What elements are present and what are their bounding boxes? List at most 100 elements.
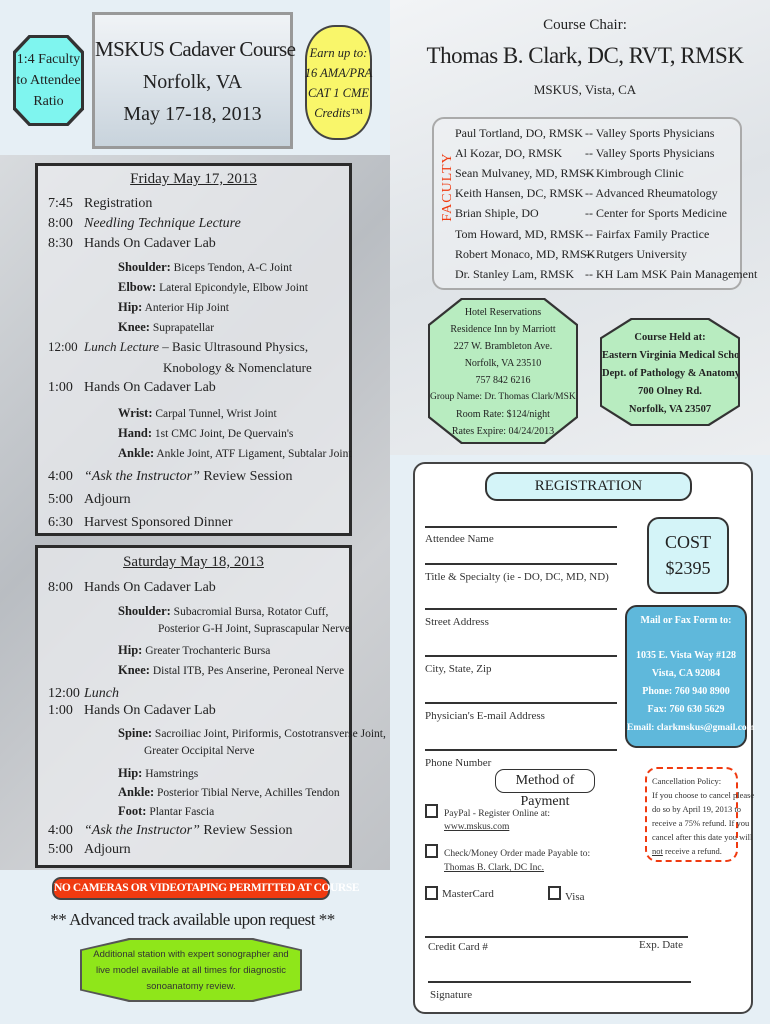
faculty-affiliation: -- KH Lam MSK Pain Management xyxy=(585,266,758,281)
faculty-affiliation: -- Advanced Rheumatology xyxy=(585,186,718,201)
lab-topic: Foot: Plantar Fascia xyxy=(118,804,215,818)
exp-date-label: Exp. Date xyxy=(639,939,683,951)
attendee-name-label: Attendee Name xyxy=(425,533,494,545)
advanced-track: ** Advanced track available upon request… xyxy=(50,910,335,929)
schedule-item: 4:00“Ask the Instructor” Review Session xyxy=(48,823,293,838)
faculty-name: Brian Shiple, DO xyxy=(455,206,539,221)
cancel-line: do so by April 19, 2013 to xyxy=(652,804,742,814)
title-specialty-label: Title & Specialty (ie - DO, DC, MD, ND) xyxy=(425,571,609,583)
mastercard-label: MasterCard xyxy=(442,888,494,900)
cme-badge: Earn up to: 16 AMA/PRA CAT 1 CME Credits… xyxy=(305,25,372,140)
hotel-line: Norfolk, VA 23510 xyxy=(464,358,542,369)
venue-line: Dept. of Pathology & Anatomy xyxy=(602,368,740,379)
faculty-affiliation: -- Kimbrough Clinic xyxy=(585,166,684,181)
cost-label: COST xyxy=(664,532,711,552)
course-chair-org: MSKUS, Vista, CA xyxy=(533,82,637,97)
faculty-name: Robert Monaco, MD, RMSK xyxy=(455,246,596,261)
note-line: sonoanatomy review. xyxy=(146,981,236,992)
lab-topic: Elbow: Lateral Epicondyle, Elbow Joint xyxy=(118,280,308,294)
advanced-note: Additional station with expert sonograph… xyxy=(80,938,302,1002)
venue-line: Norfolk, VA 23507 xyxy=(628,404,712,415)
hotel-line: Group Name: Dr. Thomas Clark/MSKUS xyxy=(430,392,588,402)
check-payee: Thomas B. Clark, DC Inc. xyxy=(444,863,545,873)
faculty-box: FACULTY xyxy=(432,117,742,290)
check-label: Check/Money Order made Payable to: xyxy=(444,849,591,859)
note-line: live model available at all times for di… xyxy=(95,965,287,976)
lab-topic: Shoulder: Subacromial Bursa, Rotator Cuf… xyxy=(118,604,329,618)
lab-topic: Ankle: Posterior Tibial Nerve, Achilles … xyxy=(118,785,340,799)
signature-label: Signature xyxy=(430,989,473,1001)
registration-title: REGISTRATION xyxy=(485,472,692,501)
cancel-line: not receive a refund. xyxy=(652,846,722,856)
lab-topic: Knee: Distal ITB, Pes Anserine, Peroneal… xyxy=(118,663,345,677)
paypal-label: PayPal - Register Online at: xyxy=(444,809,551,819)
venue-line: Course Held at: xyxy=(634,332,706,343)
faculty-affiliation: -- Valley Sports Physicians xyxy=(585,126,715,140)
faculty-affiliation: -- Fairfax Family Practice xyxy=(585,226,710,241)
faculty-name: Paul Tortland, DO, RMSK xyxy=(455,126,583,140)
hotel-line: Hotel Reservations xyxy=(464,307,542,318)
visa-checkbox[interactable] xyxy=(548,886,561,900)
mail-line: Fax: 760 630 5629 xyxy=(647,704,725,715)
ratio-text: Ratio xyxy=(33,94,64,109)
cme-text: CAT 1 CME xyxy=(307,85,370,100)
credit-card-label: Credit Card # xyxy=(428,941,488,953)
course-location: Norfolk, VA xyxy=(142,71,243,93)
lab-topic: Posterior G-H Joint, Suprascapular Nerve xyxy=(158,623,350,635)
mastercard-checkbox[interactable] xyxy=(425,886,438,900)
ratio-badge: 1:4 Faculty to Attendee Ratio xyxy=(13,35,84,126)
cancel-line: cancel after this date you will xyxy=(652,832,753,842)
mail-line: Email: clarkmskus@gmail.com xyxy=(627,723,755,733)
schedule-item: Knobology & Nomenclature xyxy=(163,360,312,375)
lab-topic: Wrist: Carpal Tunnel, Wrist Joint xyxy=(118,406,277,420)
ratio-text: to Attendee xyxy=(16,73,81,88)
street-address-label: Street Address xyxy=(425,616,489,628)
cancel-line: Cancellation Policy: xyxy=(652,776,722,786)
venue-line: Eastern Virginia Medical School xyxy=(602,350,748,361)
faculty-name: Dr. Stanley Lam, RMSK xyxy=(455,266,574,281)
mail-box: Mail or Fax Form to: 1035 E. Vista Way #… xyxy=(625,605,755,748)
paypal-checkbox[interactable] xyxy=(425,804,438,818)
lab-topic: Hand: 1st CMC Joint, De Quervain's xyxy=(118,426,294,440)
faculty-affiliation: -- Valley Sports Physicians xyxy=(585,146,715,161)
cancel-line: If you choose to cancel please xyxy=(652,790,755,800)
method-of-payment: Method of Payment xyxy=(495,769,595,809)
course-chair-label: Course Chair: xyxy=(543,17,627,33)
lab-topic: Spine: Sacroiliac Joint, Piriformis, Cos… xyxy=(118,726,386,740)
venue-box: Course Held at: Eastern Virginia Medical… xyxy=(600,318,740,426)
city-state-zip-label: City, State, Zip xyxy=(425,663,492,675)
mail-line: Phone: 760 940 8900 xyxy=(642,686,730,697)
lab-topic: Greater Occipital Nerve xyxy=(144,745,255,757)
friday-title: Friday May 17, 2013 xyxy=(130,171,257,187)
lab-topic: Hip: Hamstrings xyxy=(118,766,199,780)
paypal-link[interactable]: www.mskus.com xyxy=(444,822,510,832)
cost-box: COST $2395 xyxy=(647,517,729,594)
no-cameras-banner: NO CAMERAS OR VIDEOTAPING PERMITTED AT C… xyxy=(52,877,360,900)
course-chair-name: Thomas B. Clark, DC, RVT, RMSK xyxy=(426,43,744,68)
cme-text: 16 AMA/PRA xyxy=(304,65,373,80)
phone-label: Phone Number xyxy=(425,757,492,769)
ratio-text: 1:4 Faculty xyxy=(16,52,81,67)
cme-text: Earn up to: xyxy=(309,45,368,60)
cme-text: Credits™ xyxy=(314,105,363,120)
faculty-name: Al Kozar, DO, RMSK xyxy=(455,146,563,161)
hotel-line: 757 842 6216 xyxy=(475,375,531,386)
registration-form: REGISTRATION Attendee Name Title & Speci… xyxy=(413,462,755,1014)
course-title: MSKUS Cadaver Course xyxy=(95,37,296,61)
cancel-line: receive a 75% refund. If you xyxy=(652,818,750,828)
visa-label: Visa xyxy=(565,891,585,903)
check-checkbox[interactable] xyxy=(425,844,438,858)
faculty-label: FACULTY xyxy=(440,152,455,222)
cost-value: $2395 xyxy=(665,558,711,578)
cancellation-policy: Cancellation Policy: If you choose to ca… xyxy=(645,767,755,862)
lab-topic: Knee: Suprapatellar xyxy=(118,320,215,334)
lab-topic: Hip: Anterior Hip Joint xyxy=(118,300,229,314)
mail-line: Mail or Fax Form to: xyxy=(640,615,732,626)
